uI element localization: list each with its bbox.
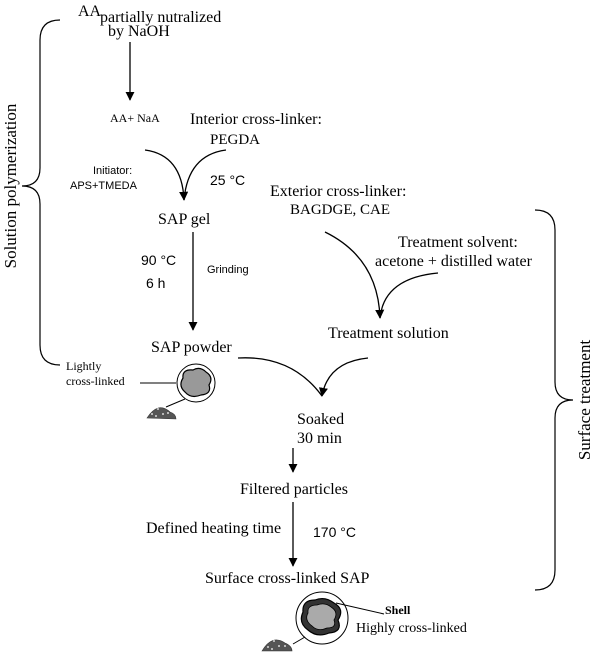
temp-90-label: 90 °C [141, 252, 176, 268]
crosslinked-label: cross-linked [66, 374, 125, 388]
sap-powder-node: SAP powder [151, 339, 232, 356]
temp-25-label: 25 °C [210, 172, 245, 188]
solution-polymerization-label: Solution polymerization [1, 103, 20, 268]
time-6h-label: 6 h [146, 275, 165, 291]
defined-heating-time-label: Defined heating time [146, 520, 281, 537]
powder-pile-icon-1 [146, 407, 177, 420]
filtered-particles-node: Filtered particles [240, 481, 348, 498]
treatment-solvent-label: Treatment solvent: [398, 234, 518, 251]
shell-pointer-line [335, 602, 385, 615]
lightly-label: Lightly [66, 359, 101, 373]
partially-nutralized-text: partially nutralized [100, 9, 221, 26]
interior-crosslinker-name: PEGDA [210, 132, 260, 148]
soaked-node: Soaked [297, 411, 344, 428]
highly-crosslinked-label: Highly cross-linked [356, 621, 467, 636]
merge-curve-solution-to-soaked [318, 357, 369, 397]
solution-polymerization-brace [21, 19, 61, 366]
by-naoh-text: by NaOH [108, 23, 170, 40]
temp-170-label: 170 °C [313, 524, 356, 540]
treatment-solution-node: Treatment solution [328, 325, 449, 342]
lightly-crosslinked-particle-icon [165, 363, 216, 408]
aa-text: AA [78, 3, 102, 20]
merge-curve-right-to-sap-gel [183, 149, 227, 201]
shell-label: Shell [385, 603, 411, 617]
exterior-crosslinker-label: Exterior cross-linker: [270, 183, 406, 200]
merge-curve-solvent-to-treatment-solution [379, 272, 439, 319]
merge-curve-exterior-to-treatment-solution [324, 231, 385, 319]
surface-crosslinked-sap-node: Surface cross-linked SAP [205, 570, 370, 587]
initiator-label: Initiator: [93, 165, 132, 177]
treatment-solvent-name: acetone + distilled water [375, 253, 533, 270]
merge-curve-powder-to-soaked [237, 357, 323, 397]
exterior-crosslinker-name: BAGDGE, CAE [290, 202, 390, 218]
powder-pile-icon-2 [261, 639, 293, 652]
soaked-duration: 30 min [297, 430, 342, 447]
highly-crosslinked-particle-icon [292, 591, 349, 645]
surface-treatment-brace [534, 209, 574, 591]
aa-naa-text: AA+ NaA [110, 111, 160, 125]
initiator-name: APS+TMEDA [70, 180, 138, 192]
sap-gel-node: SAP gel [158, 211, 211, 228]
merge-curve-left-to-sap-gel [144, 149, 189, 201]
surface-treatment-label: Surface treatment [575, 340, 594, 461]
grinding-label: Grinding [207, 264, 249, 276]
interior-crosslinker-label: Interior cross-linker: [190, 111, 322, 128]
